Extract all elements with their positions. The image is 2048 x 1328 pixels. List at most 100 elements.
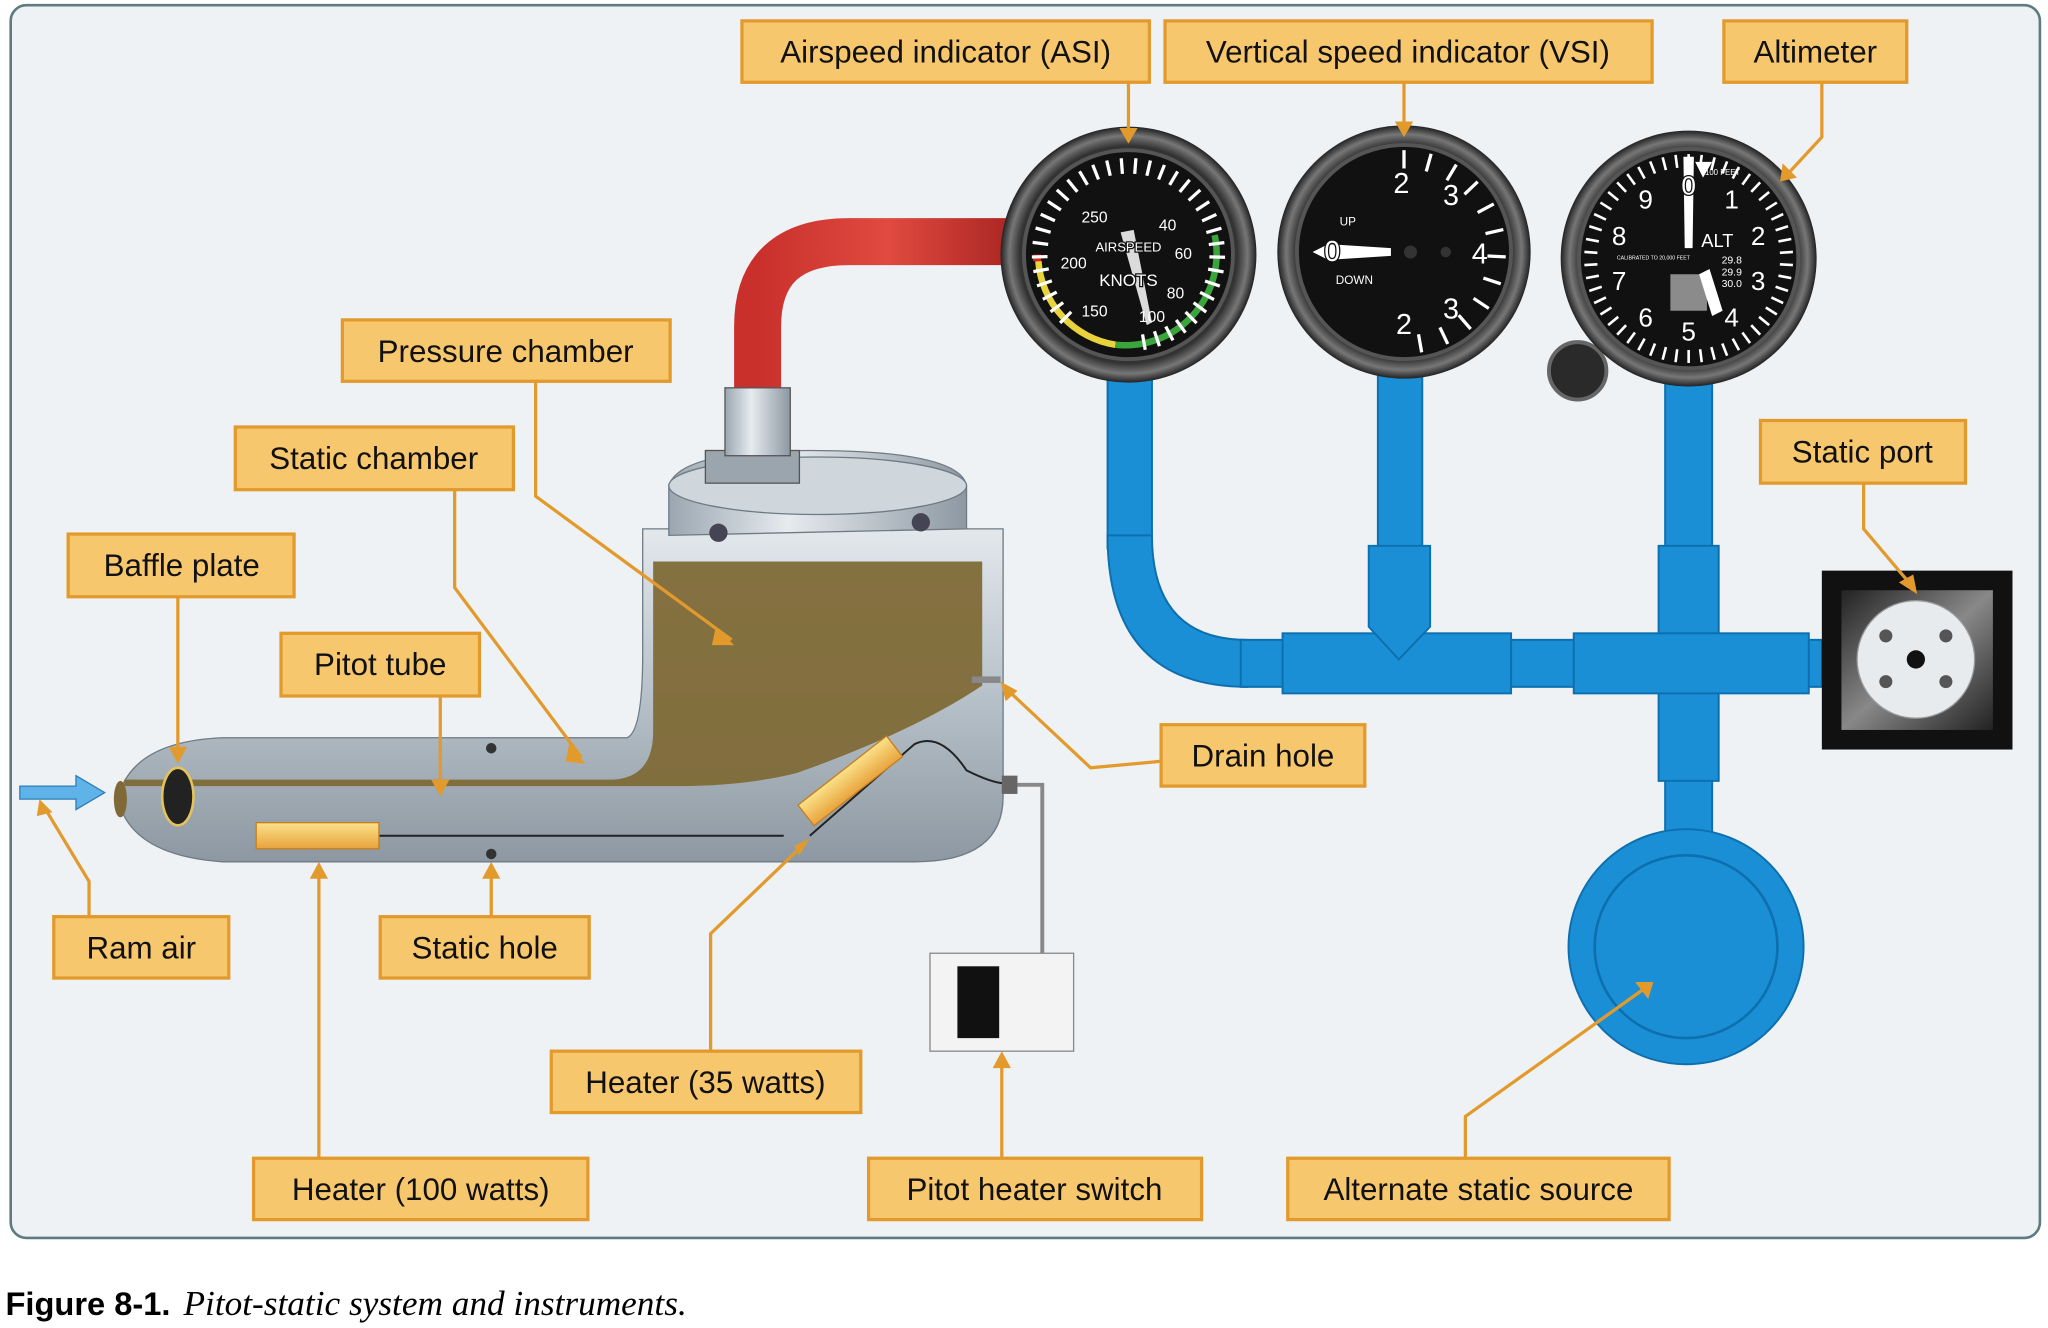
svg-text:ALT: ALT	[1701, 230, 1733, 251]
gauge-tick	[1119, 158, 1125, 175]
gauge-tick	[1710, 346, 1716, 361]
pitot-pressure-line	[734, 218, 1019, 399]
gauge-tick	[1721, 160, 1729, 175]
gauge-tick	[1208, 240, 1225, 247]
svg-text:Pressure chamber: Pressure chamber	[378, 334, 634, 369]
svg-text:CALIBRATED TO 20,000 FEET: CALIBRATED TO 20,000 FEET	[1617, 256, 1691, 262]
gauge-tick	[1145, 160, 1153, 177]
gauge-tick	[1140, 334, 1147, 351]
label-pressure-chamber: Pressure chamber	[340, 318, 672, 383]
gauge-tick	[1616, 324, 1628, 336]
svg-text:Pitot heater switch: Pitot heater switch	[906, 1172, 1162, 1207]
pitot-heater-switch[interactable]	[929, 952, 1075, 1052]
svg-text:100 FEET: 100 FEET	[1705, 168, 1740, 177]
gauge-tick	[1195, 200, 1211, 212]
gauge-tick	[1199, 290, 1215, 302]
gauge-tick	[1040, 212, 1056, 223]
altimeter-digit: 1	[1724, 184, 1739, 214]
gauge-tick	[1105, 160, 1112, 177]
altimeter-digit: 6	[1638, 303, 1653, 333]
svg-text:40: 40	[1159, 217, 1177, 234]
gauge-tick	[1058, 310, 1073, 325]
gauge-tick	[1152, 330, 1162, 347]
altimeter-digit: 4	[1724, 303, 1739, 333]
caption-text: Pitot-static system and instruments.	[183, 1284, 687, 1323]
gauge-tick	[1042, 290, 1058, 301]
svg-text:29.9: 29.9	[1722, 267, 1743, 278]
svg-text:29.8: 29.8	[1722, 256, 1743, 267]
label-drain-hole: Drain hole	[1159, 723, 1367, 788]
gauge-tick	[1779, 250, 1793, 255]
gauge-tick	[1607, 315, 1620, 327]
gauge-tick	[1599, 201, 1613, 211]
svg-text:30.0: 30.0	[1722, 279, 1743, 290]
gauge-tick	[1482, 276, 1502, 286]
caption-figure-number: Figure 8-1.	[5, 1285, 170, 1322]
leader-arrowheads	[36, 121, 1918, 1069]
gauge-tick	[1731, 166, 1741, 180]
gauge-tick	[1438, 326, 1450, 345]
vertical-speed-indicator: 2 3 0 4 2 3 UP DOWN	[1277, 125, 1531, 379]
gauge-tick	[1033, 267, 1050, 274]
gauge-tick	[1593, 212, 1607, 221]
label-heater-100w: Heater (100 watts)	[251, 1156, 590, 1222]
label-vsi: Vertical speed indicator (VSI)	[1163, 19, 1654, 84]
pressure-chamber	[124, 561, 983, 787]
gauge-tick	[1741, 331, 1752, 344]
gauge-tick	[1588, 285, 1603, 293]
altimeter-digit: 7	[1612, 266, 1627, 296]
label-heater-35w: Heater (35 watts)	[549, 1049, 863, 1115]
gauge-tick	[1585, 237, 1600, 243]
gauge-tick	[1775, 225, 1789, 232]
pitot-head	[113, 387, 1045, 954]
gauge-tick	[1674, 349, 1679, 363]
alternate-static-source-body	[1567, 828, 1805, 1066]
figure-caption: Figure 8-1. Pitot-static system and inst…	[5, 1284, 686, 1323]
gauge-tick	[1036, 279, 1053, 288]
gauge-tick	[1032, 240, 1049, 246]
gauge-tick	[1778, 274, 1792, 280]
gauge-tick	[1174, 319, 1187, 334]
gauge-tick	[1157, 164, 1166, 181]
gauge-tick	[1476, 202, 1495, 214]
ram-air-arrow-icon	[19, 774, 106, 811]
gauge-tick	[1661, 346, 1668, 361]
gauge-tick	[1416, 334, 1424, 353]
label-altimeter: Altimeter	[1722, 19, 1909, 84]
gauge-tick	[1485, 227, 1504, 236]
label-static-chamber: Static chamber	[233, 425, 516, 492]
svg-text:Airspeed indicator (ASI): Airspeed indicator (ASI)	[780, 35, 1111, 70]
svg-text:0: 0	[1324, 236, 1340, 268]
svg-text:3: 3	[1443, 180, 1459, 212]
svg-text:Static port: Static port	[1792, 434, 1933, 469]
svg-text:4: 4	[1472, 239, 1488, 271]
label-static-port: Static port	[1758, 418, 1968, 485]
gauge-tick	[1626, 173, 1636, 186]
gauge-tick	[1204, 279, 1221, 288]
gauge-tick	[1750, 181, 1762, 193]
gauge-tick	[1035, 226, 1052, 234]
gauge-tick	[1779, 262, 1793, 267]
altimeter-setting-knob[interactable]	[1546, 340, 1609, 402]
svg-text:Heater (100 watts): Heater (100 watts)	[292, 1172, 550, 1207]
label-baffle-plate: Baffle plate	[66, 532, 296, 599]
gauge-tick	[1055, 188, 1070, 202]
gauge-tick	[1424, 153, 1433, 172]
gauge-tick	[1207, 267, 1224, 274]
gauge-tick	[1201, 212, 1218, 223]
gauge-tick	[1078, 170, 1089, 186]
svg-text:Static chamber: Static chamber	[269, 441, 478, 476]
svg-text:Ram air: Ram air	[86, 931, 196, 966]
gauge-tick	[1710, 157, 1716, 171]
gauge-tick	[1765, 306, 1778, 316]
gauge-tick	[1731, 338, 1741, 351]
svg-text:100: 100	[1139, 309, 1165, 326]
gauge-tick	[1164, 325, 1175, 342]
svg-text:Baffle plate: Baffle plate	[104, 548, 260, 583]
gauge-tick	[1775, 285, 1789, 293]
gauge-tick	[1585, 274, 1600, 280]
label-alternate-static-source: Alternate static source	[1286, 1156, 1671, 1222]
svg-text:Pitot tube: Pitot tube	[314, 647, 446, 682]
gauge-tick	[1178, 178, 1191, 194]
